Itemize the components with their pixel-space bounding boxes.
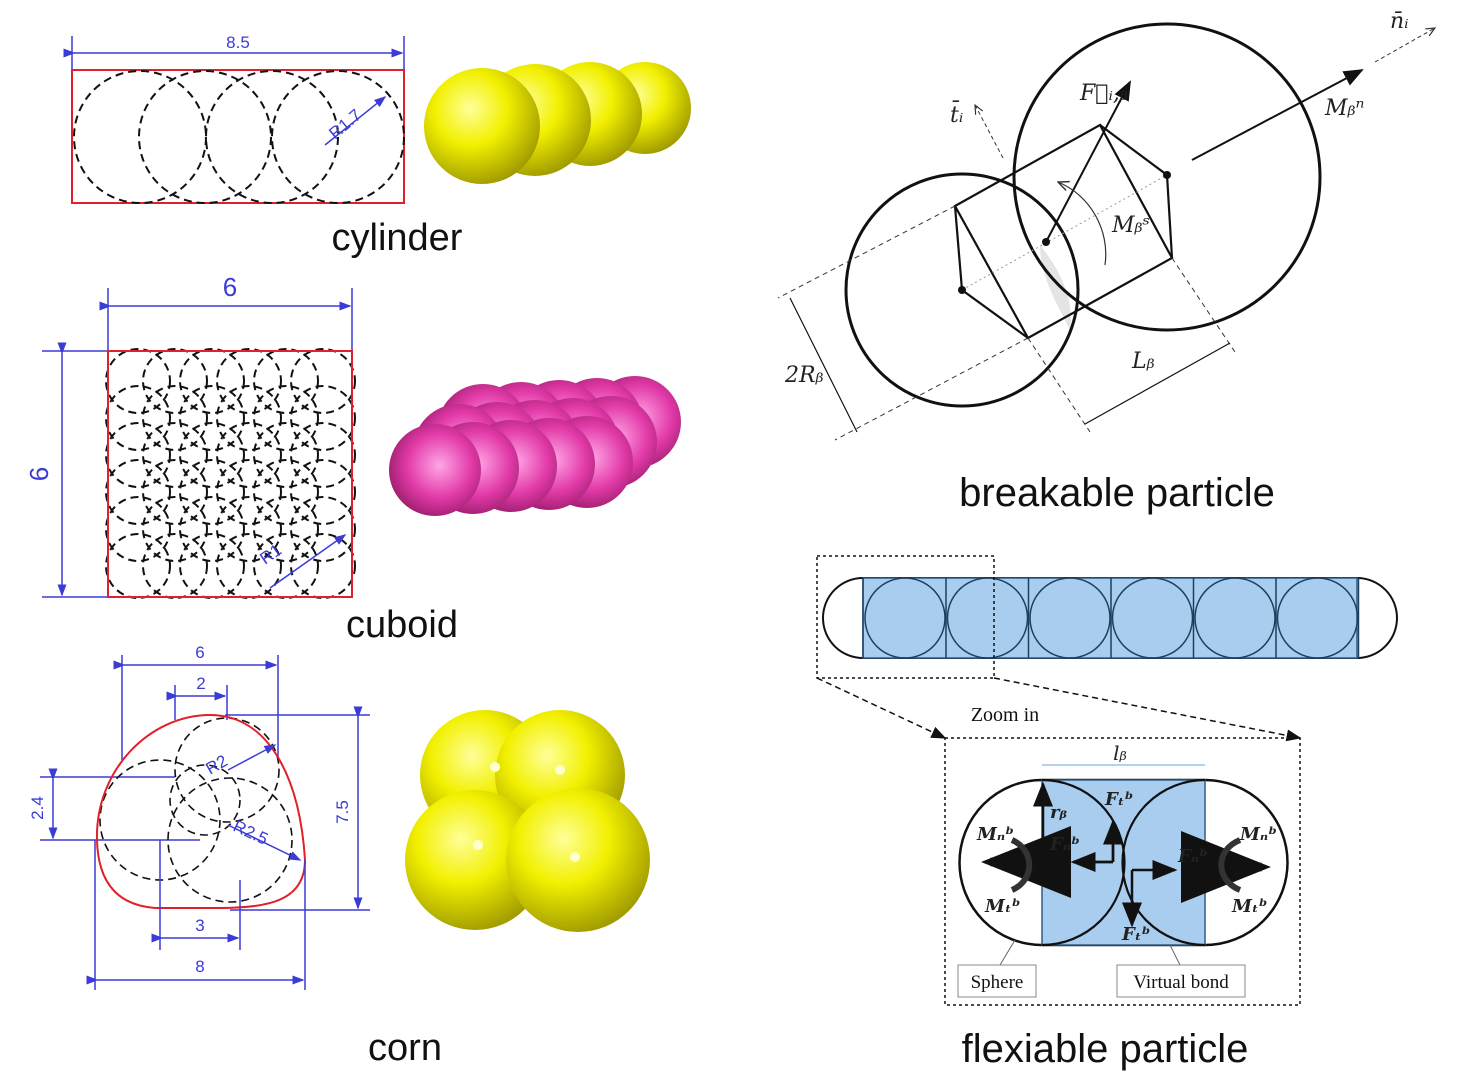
- packing-circle: [179, 385, 245, 451]
- corn-small-radius-label: R2: [203, 751, 231, 778]
- packing-circle: [290, 385, 356, 451]
- packing-circle: [179, 496, 245, 562]
- packing-circle: [290, 422, 356, 488]
- tangential-force-top-label: Fₜᵇ: [1104, 789, 1133, 810]
- packing-circle: [253, 533, 319, 599]
- packing-circle: [142, 459, 208, 525]
- packing-circle: [105, 348, 171, 414]
- packing-circle: [105, 496, 171, 562]
- cuboid-3d-model: [389, 376, 681, 516]
- packing-circle: [290, 496, 356, 562]
- cylinder-drawing: 8.5 R1.7: [63, 33, 405, 204]
- packing-circle: [216, 459, 282, 525]
- tangent-vector-label: t̄ᵢ: [950, 100, 963, 128]
- shear-moment-label: Mᵦˢ: [1111, 213, 1150, 238]
- packing-circle: [179, 459, 245, 525]
- cuboid-caption: cuboid: [346, 604, 458, 646]
- packing-circle: [253, 385, 319, 451]
- packing-circle: [142, 385, 208, 451]
- cylinder-caption: cylinder: [332, 217, 463, 259]
- packing-circle: [142, 422, 208, 488]
- normal-vector-label: n̄ᵢ: [1390, 9, 1409, 34]
- cylinder-length-label: 8.5: [226, 33, 250, 52]
- packing-circle: [253, 459, 319, 525]
- corn-bottom-inner-label: 3: [195, 916, 204, 935]
- packing-circle: [253, 422, 319, 488]
- bond-length-label: Lᵦ: [1131, 349, 1155, 374]
- packing-circle: [216, 533, 282, 599]
- packing-circle: [290, 459, 356, 525]
- corn-panel: 6 2 7.5 2.4 R2 R2.5 3 8: [28, 643, 650, 1069]
- bond-force-label: F⃗ᵢ,ᵦ: [1079, 81, 1128, 106]
- chain-sphere: [1194, 577, 1276, 659]
- tangential-force-bottom-label: Fₜᵇ: [1121, 924, 1150, 945]
- twist-moment-right-label: Mₜᵇ: [1231, 896, 1268, 917]
- normal-force-left-label: Fₙᵇ: [1049, 834, 1080, 855]
- normal-moment-left-label: Mₙᵇ: [976, 824, 1014, 845]
- corn-height-label: 7.5: [333, 800, 352, 824]
- corn-drawing: 6 2 7.5 2.4 R2 R2.5 3 8: [28, 643, 370, 990]
- packing-circle: [142, 348, 208, 414]
- chain-sphere: [1276, 577, 1359, 659]
- packing-circle: [216, 348, 282, 414]
- zoom-detail: lᵦ rᵦ Fₜᵇ Fₙᵇ Fₙᵇ Fₜᵇ Mₙᵇ Mₜᵇ Mₙᵇ Mₜᵇ Sp…: [944, 737, 1301, 1006]
- flexible-particle-caption: flexiable particle: [962, 1027, 1249, 1071]
- chain-sphere: [864, 577, 946, 659]
- diameter-label: 2Rᵦ: [784, 363, 824, 388]
- packing-circle: [142, 496, 208, 562]
- cuboid-panel: 6 6 R1 cuboid: [24, 272, 681, 646]
- bond-length-label: lᵦ: [1113, 741, 1127, 765]
- packing-circle: [179, 422, 245, 488]
- normal-moment-label: Mᵦⁿ: [1324, 96, 1364, 121]
- normal-force-right-label: Fₙᵇ: [1177, 846, 1208, 867]
- corn-large-radius-label: R2.5: [230, 816, 271, 848]
- packing-circle: [216, 385, 282, 451]
- cylinder-panel: 8.5 R1.7 cylinder: [63, 33, 691, 259]
- breakable-particle-panel: n̄ᵢ t̄ᵢ F⃗ᵢ,ᵦ Mᵦⁿ Mᵦˢ 2Rᵦ Lᵦ breakable p…: [777, 9, 1435, 515]
- sphere-callout: Sphere: [971, 972, 1024, 993]
- packing-circle: [216, 422, 282, 488]
- breakable-particle-caption: breakable particle: [959, 471, 1275, 515]
- chain-sphere: [946, 577, 1029, 659]
- packing-circle: [290, 348, 356, 414]
- packing-circle: [179, 533, 245, 599]
- virtual-bond-callout: Virtual bond: [1133, 972, 1229, 993]
- twist-moment-left-label: Mₜᵇ: [984, 896, 1021, 917]
- cuboid-height-label: 6: [24, 467, 54, 481]
- corn-caption: corn: [368, 1027, 442, 1069]
- packing-circle: [105, 385, 171, 451]
- pink-sphere: [389, 424, 481, 516]
- chain-sphere: [1111, 577, 1194, 659]
- cuboid-drawing: 6 6 R1: [24, 272, 356, 599]
- normal-moment-right-label: Mₙᵇ: [1239, 824, 1277, 845]
- packing-circle: [216, 496, 282, 562]
- cylinder-radius-label: R1.7: [325, 105, 365, 143]
- cuboid-width-label: 6: [223, 272, 237, 302]
- corn-bottom-width-label: 8: [195, 957, 204, 976]
- large-sphere: [1012, 22, 1322, 332]
- packing-circle: [142, 533, 208, 599]
- bond-radius-label: rᵦ: [1050, 802, 1067, 823]
- packing-circle: [105, 422, 171, 488]
- packing-circle: [253, 348, 319, 414]
- corn-inner-width-label: 2: [196, 674, 205, 693]
- cylinder-3d-model: [424, 62, 691, 184]
- chain-sphere: [1029, 577, 1111, 659]
- packing-circle: [105, 459, 171, 525]
- flexible-chain: [816, 555, 1398, 679]
- small-sphere: [844, 172, 1080, 408]
- packing-circle: [253, 496, 319, 562]
- packing-circle: [105, 533, 171, 599]
- flexible-particle-panel: Zoom in lᵦ rᵦ Fₜᵇ Fₙᵇ Fₙᵇ Fₜᵇ Mₙᵇ: [816, 555, 1398, 1071]
- corn-offset-label: 2.4: [28, 796, 47, 820]
- packing-circle: [290, 533, 356, 599]
- corn-top-width-label: 6: [195, 643, 204, 662]
- corn-3d-model: [405, 710, 650, 932]
- zoom-in-label: Zoom in: [971, 704, 1039, 726]
- packing-circle: [179, 348, 245, 414]
